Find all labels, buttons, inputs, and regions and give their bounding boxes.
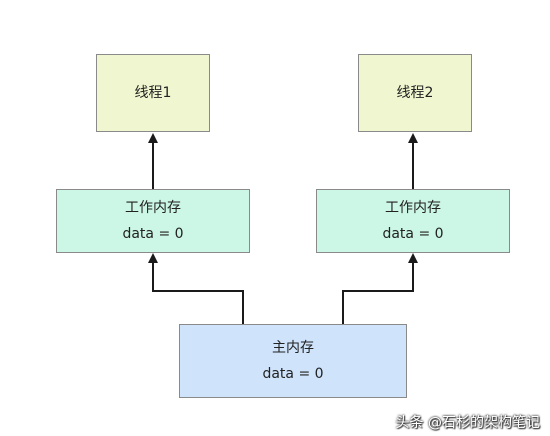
main-memory-box: 主内存 data = 0 <box>179 324 407 398</box>
work-memory-2-title: 工作内存 <box>385 200 441 216</box>
thread2-box: 线程2 <box>358 54 472 132</box>
watermark-text: 头条 @石杉的架构笔记 <box>395 415 540 431</box>
arrow-main-to-work2 <box>342 253 418 324</box>
thread1-box: 线程1 <box>96 54 210 132</box>
work-memory-1-box: 工作内存 data = 0 <box>56 189 250 253</box>
thread2-label: 线程2 <box>396 85 434 101</box>
work-memory-2-box: 工作内存 data = 0 <box>316 189 510 253</box>
work-memory-2-value: data = 0 <box>382 226 444 242</box>
work-memory-1-value: data = 0 <box>122 226 184 242</box>
thread1-label: 线程1 <box>134 85 172 101</box>
main-memory-value: data = 0 <box>262 366 324 382</box>
work-memory-1-title: 工作内存 <box>125 200 181 216</box>
main-memory-title: 主内存 <box>272 340 314 356</box>
arrow-main-to-work1 <box>148 253 244 324</box>
